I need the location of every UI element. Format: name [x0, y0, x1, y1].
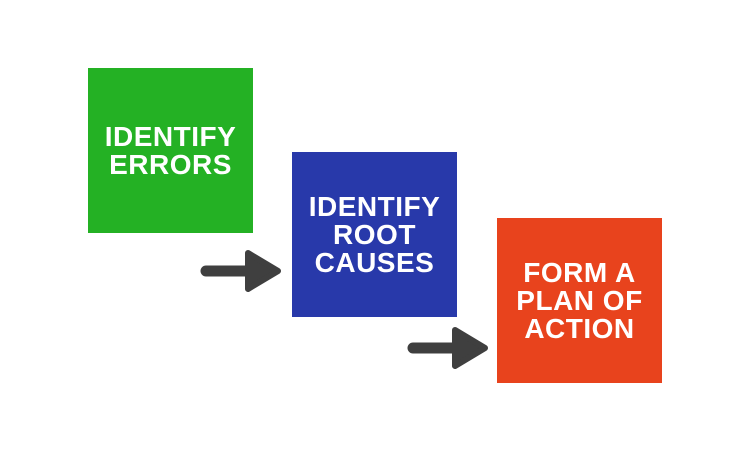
- step-form-a-plan-of-action-label: FORM A PLAN OF ACTION: [516, 256, 643, 344]
- right-arrow-icon: [199, 248, 283, 294]
- step-identify-errors-label: IDENTIFY ERRORS: [104, 120, 237, 180]
- step-identify-root-causes: IDENTIFY ROOT CAUSES: [292, 152, 457, 317]
- step-identify-root-causes-label: IDENTIFY ROOT CAUSES: [308, 190, 441, 278]
- right-arrow-icon: [406, 325, 490, 371]
- step-form-a-plan-of-action: FORM A PLAN OF ACTION: [497, 218, 662, 383]
- step-identify-errors: IDENTIFY ERRORS: [88, 68, 253, 233]
